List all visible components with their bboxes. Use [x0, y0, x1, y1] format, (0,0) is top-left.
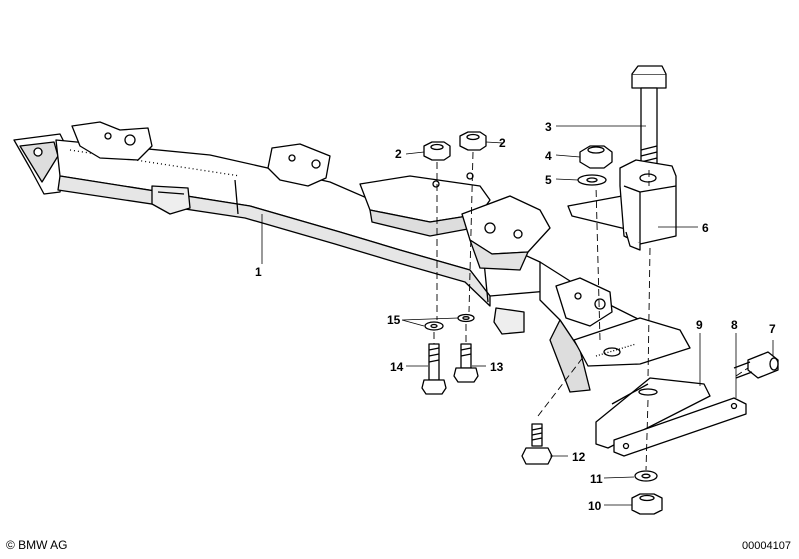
plate-part-8 [613, 397, 747, 457]
nut-part-4 [579, 145, 613, 169]
bracket-part-9 [595, 377, 711, 449]
callout-2-left: 2 [395, 147, 402, 161]
callout-8: 8 [731, 318, 738, 332]
callout-15: 15 [387, 313, 401, 327]
callouts: 1 2 2 3 4 5 6 7 8 9 10 11 12 13 14 15 [255, 120, 776, 513]
bolt-part-14 [421, 343, 447, 395]
callout-3: 3 [545, 120, 552, 134]
nut-part-2-right [459, 131, 487, 151]
mount-block-part-6 [567, 159, 677, 251]
bolt-part-13 [453, 343, 479, 383]
document-number: 00004107 [742, 540, 791, 552]
nut-part-10 [631, 493, 663, 515]
callout-11: 11 [590, 472, 603, 486]
callout-7: 7 [769, 322, 776, 336]
washer-part-11 [634, 470, 658, 482]
copyright-notice: © BMW AG [6, 538, 68, 552]
callout-1: 1 [255, 265, 262, 279]
washer-part-15-right [457, 313, 475, 323]
subframe-crossmember [13, 121, 691, 393]
bolt-part-12 [521, 423, 553, 465]
assembly-axes [433, 151, 749, 471]
callout-10: 10 [588, 499, 602, 513]
callout-5: 5 [545, 173, 552, 187]
leader-lines [261, 125, 774, 506]
washer-part-5 [577, 174, 607, 186]
nut-part-2-left [423, 141, 451, 161]
callout-13: 13 [490, 360, 504, 374]
callout-12: 12 [572, 450, 586, 464]
callout-14: 14 [390, 360, 404, 374]
washer-part-15-left [424, 321, 444, 331]
callout-6: 6 [702, 221, 709, 235]
callout-4: 4 [545, 149, 552, 163]
long-bolt [631, 65, 667, 169]
callout-9: 9 [696, 318, 703, 332]
bolt-part-7 [733, 351, 779, 379]
callout-2-right: 2 [499, 136, 506, 150]
